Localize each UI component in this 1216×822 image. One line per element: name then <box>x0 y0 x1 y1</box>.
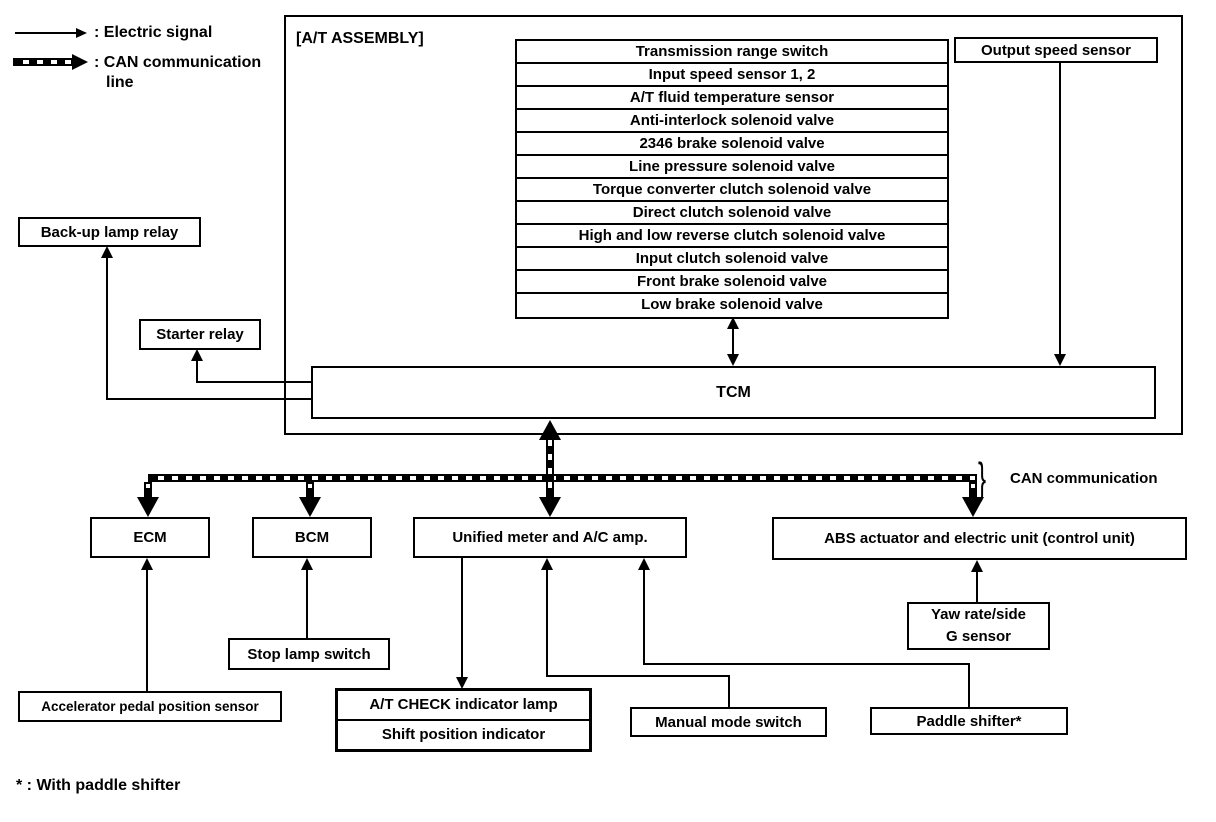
stop-lamp-switch-label: Stop lamp switch <box>247 645 371 663</box>
ecm-box: ECM <box>90 517 210 558</box>
yaw-to-abs-line <box>976 570 978 602</box>
footnote: * : With paddle shifter <box>16 777 181 794</box>
manual-mode-vline1 <box>546 568 548 677</box>
at-check-indicator-lamp-label: A/T CHECK indicator lamp <box>338 691 589 721</box>
table-row: Transmission range switch <box>517 41 947 64</box>
yaw-rate-sensor-label-line2: G sensor <box>945 628 1012 645</box>
starter-relay-label: Starter relay <box>156 326 244 343</box>
paddle-shifter-vline2 <box>968 663 970 707</box>
table-row: High and low reverse clutch solenoid val… <box>517 225 947 248</box>
tcm-starter-relay-vline <box>196 359 198 383</box>
paddle-shifter-label: Paddle shifter* <box>916 712 1022 730</box>
manual-mode-switch-label: Manual mode switch <box>655 713 802 731</box>
output-speed-sensor-line <box>1059 63 1061 356</box>
yaw-rate-sensor-label-line1: Yaw rate/side <box>930 606 1027 624</box>
arrow-tcm-to-backup-relay-icon <box>101 246 113 258</box>
arrow-accel-to-ecm-icon <box>141 558 153 570</box>
arrow-manual-mode-to-unified-icon <box>541 558 553 570</box>
tcm-backup-relay-vline <box>106 256 108 400</box>
ecm-label: ECM <box>133 529 167 546</box>
paddle-shifter-vline1 <box>643 568 645 665</box>
arrow-tcm-to-table-icon <box>727 317 739 329</box>
legend-electric-signal-line <box>15 32 77 34</box>
manual-mode-hline <box>546 675 730 677</box>
can-bus-label: CAN communication <box>1010 470 1158 487</box>
arrow-table-to-tcm-icon <box>727 354 739 366</box>
starter-relay-box: Starter relay <box>139 319 261 350</box>
tcm-label: TCM <box>716 383 751 401</box>
unified-meter-box: Unified meter and A/C amp. <box>413 517 687 558</box>
table-row: 2346 brake solenoid valve <box>517 133 947 156</box>
at-assembly-box <box>284 15 1183 435</box>
can-drop-abs-line <box>969 482 977 498</box>
table-row: Line pressure solenoid valve <box>517 156 947 179</box>
at-assembly-title: [A/T ASSEMBLY] <box>296 30 424 47</box>
arrow-output-sensor-to-tcm-icon <box>1054 354 1066 366</box>
accelerator-pedal-sensor-label: Accelerator pedal position sensor <box>41 699 259 714</box>
unified-meter-label: Unified meter and A/C amp. <box>452 529 648 546</box>
arrow-yaw-to-abs-icon <box>971 560 983 572</box>
arrow-paddle-to-unified-icon <box>638 558 650 570</box>
paddle-shifter-box: Paddle shifter* <box>870 707 1068 735</box>
indicator-stack-box: A/T CHECK indicator lamp Shift position … <box>335 688 592 752</box>
table-row: Direct clutch solenoid valve <box>517 202 947 225</box>
arrow-tcm-to-starter-relay-icon <box>191 349 203 361</box>
table-row: A/T fluid temperature sensor <box>517 87 947 110</box>
legend-electric-signal-label: : Electric signal <box>94 24 213 41</box>
output-speed-sensor-label: Output speed sensor <box>980 41 1132 59</box>
unified-to-indicator-line <box>461 558 463 680</box>
stoplamp-to-bcm-line <box>306 568 308 638</box>
accelerator-pedal-sensor-box: Accelerator pedal position sensor <box>18 691 282 722</box>
table-row: Anti-interlock solenoid valve <box>517 110 947 133</box>
manual-mode-vline2 <box>728 675 730 707</box>
table-row: Front brake solenoid valve <box>517 271 947 294</box>
table-tcm-line <box>732 326 734 358</box>
abs-actuator-label: ABS actuator and electric unit (control … <box>824 530 1135 547</box>
legend-can-arrow-icon <box>72 54 88 70</box>
manual-mode-switch-box: Manual mode switch <box>630 707 827 737</box>
arrow-can-to-ecm-icon <box>137 497 159 517</box>
accel-to-ecm-line <box>146 568 148 691</box>
paddle-shifter-hline <box>643 663 970 665</box>
arrow-can-to-abs-icon <box>962 497 984 517</box>
can-bus-line <box>148 474 977 482</box>
output-speed-sensor-box: Output speed sensor <box>954 37 1158 63</box>
backup-lamp-relay-box: Back-up lamp relay <box>18 217 201 247</box>
can-brace-icon: } <box>978 454 987 503</box>
can-drop-bcm-line <box>306 482 314 498</box>
legend-can-line <box>13 58 74 66</box>
table-row: Input speed sensor 1, 2 <box>517 64 947 87</box>
tcm-starter-relay-hline <box>197 381 311 383</box>
legend-can-label-line2: line <box>106 74 134 91</box>
table-row: Input clutch solenoid valve <box>517 248 947 271</box>
can-tcm-unified-line <box>546 438 554 498</box>
table-row: Torque converter clutch solenoid valve <box>517 179 947 202</box>
can-drop-ecm-line <box>144 482 152 498</box>
arrow-unified-to-indicator-icon <box>456 677 468 689</box>
stop-lamp-switch-box: Stop lamp switch <box>228 638 390 670</box>
yaw-rate-sensor-box: Yaw rate/side G sensor <box>907 602 1050 650</box>
table-row: Low brake solenoid valve <box>641 296 823 313</box>
shift-position-indicator-label: Shift position indicator <box>381 726 546 743</box>
arrow-can-to-unified-meter-icon <box>539 497 561 517</box>
tcm-box: TCM <box>311 366 1156 419</box>
bcm-label: BCM <box>294 529 330 546</box>
arrow-can-to-tcm-icon <box>539 420 561 440</box>
legend-electric-arrow-icon <box>76 28 87 38</box>
arrow-can-to-bcm-icon <box>299 497 321 517</box>
bcm-box: BCM <box>252 517 372 558</box>
abs-actuator-box: ABS actuator and electric unit (control … <box>772 517 1187 560</box>
backup-lamp-relay-label: Back-up lamp relay <box>40 223 179 241</box>
tcm-backup-relay-hline <box>107 398 311 400</box>
arrow-stoplamp-to-bcm-icon <box>301 558 313 570</box>
at-component-table: Transmission range switch Input speed se… <box>515 39 949 319</box>
legend-can-label-line1: : CAN communication <box>94 54 262 71</box>
